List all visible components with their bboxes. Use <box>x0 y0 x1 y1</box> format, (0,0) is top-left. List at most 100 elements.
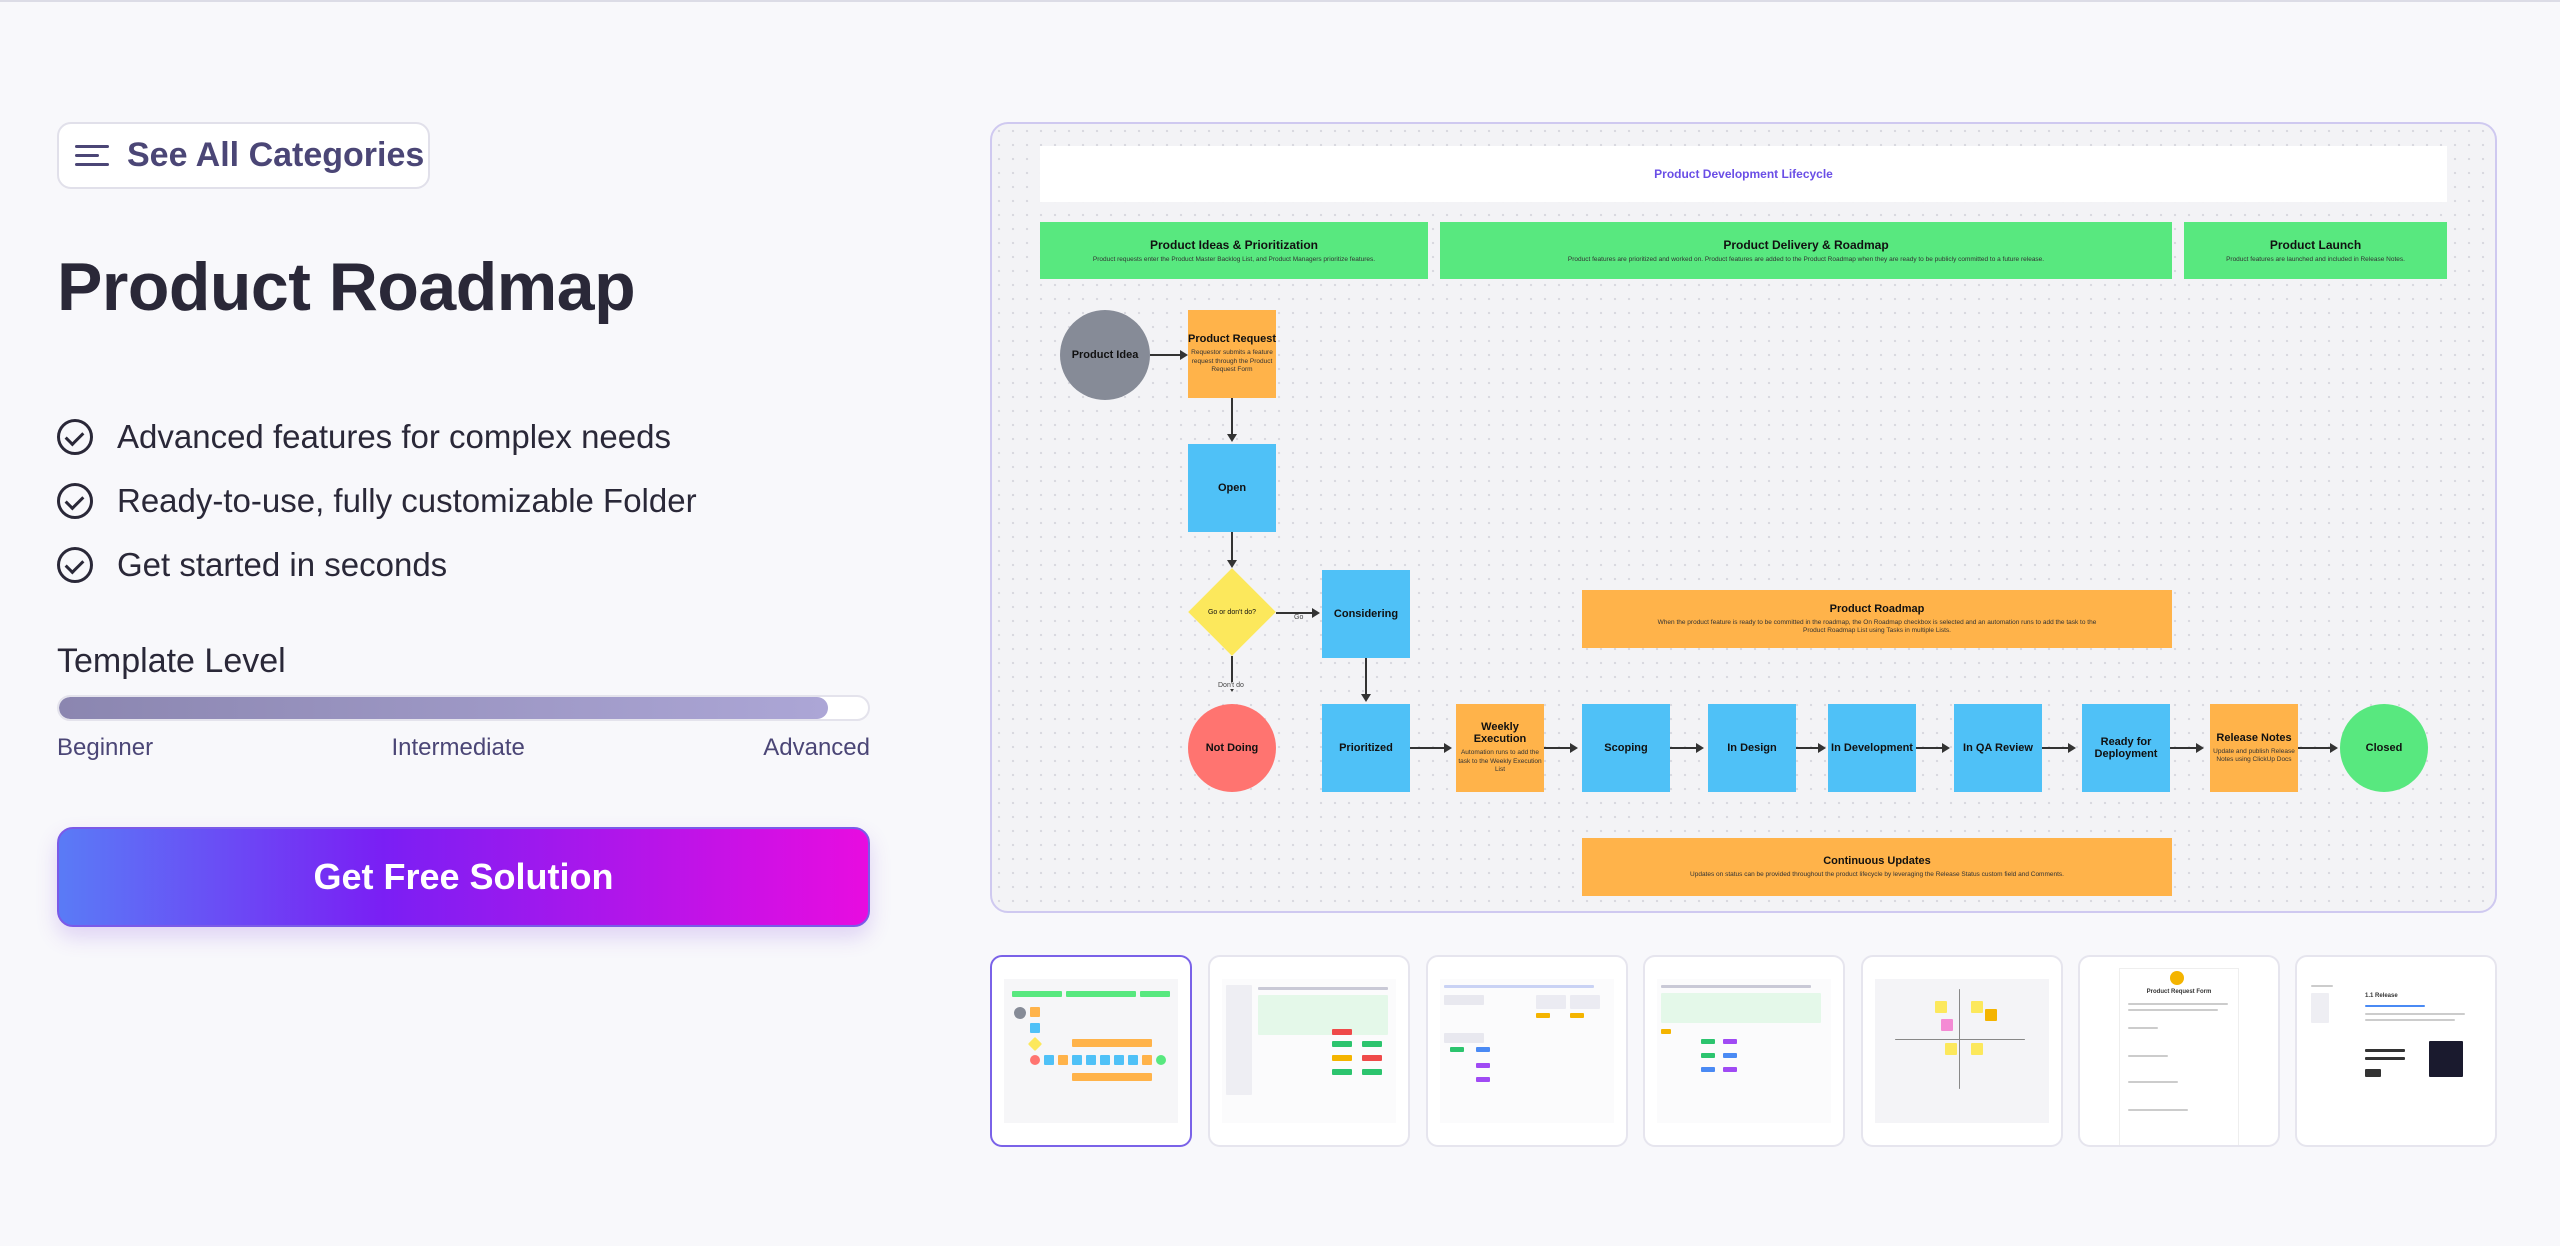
node-release-notes: Release Notes Update and publish Release… <box>2210 704 2298 792</box>
node-label: Release Notes <box>2216 731 2292 744</box>
section-desc: Product features are prioritized and wor… <box>1567 256 2045 263</box>
node-in-design: In Design <box>1708 704 1796 792</box>
arrow-head <box>2330 743 2338 753</box>
thumb-doc[interactable]: 1.1 Release <box>2295 955 2497 1147</box>
arrow-head <box>2068 743 2076 753</box>
node-label: Not Doing <box>1205 742 1259 754</box>
node-label: Product Roadmap <box>1829 602 1925 615</box>
node-label: Considering <box>1333 608 1399 620</box>
node-label: In QA Review <box>1963 742 2033 754</box>
arrow-head <box>2196 743 2204 753</box>
top-divider <box>0 0 2560 2</box>
template-level-bar <box>57 695 870 721</box>
feature-text: Get started in seconds <box>117 546 448 583</box>
template-level-marks: Beginner Intermediate Advanced <box>57 734 870 762</box>
arrow-head <box>1361 694 1371 702</box>
level-mark-beginner: Beginner <box>57 734 154 761</box>
connector <box>1231 532 1233 562</box>
arrow-head <box>1942 743 1950 753</box>
node-label: Open <box>1217 482 1247 494</box>
node-continuous-updates: Continuous Updates Updates on status can… <box>1582 838 2172 896</box>
get-free-solution-button[interactable]: Get Free Solution <box>57 827 870 927</box>
node-not-doing: Not Doing <box>1188 704 1276 792</box>
connector <box>1670 747 1698 749</box>
node-label: In Development <box>1831 742 1913 754</box>
connector <box>1544 747 1572 749</box>
connector <box>1276 612 1314 614</box>
template-level-fill <box>59 697 828 719</box>
node-product-roadmap: Product Roadmap When the product feature… <box>1582 590 2172 648</box>
section-title: Product Delivery & Roadmap <box>1723 238 1889 252</box>
arrow-head <box>1312 608 1320 618</box>
node-label: Continuous Updates <box>1823 854 1931 867</box>
thumb-board[interactable] <box>1426 955 1628 1147</box>
level-mark-intermediate: Intermediate <box>391 734 525 761</box>
menu-lines-icon <box>75 143 109 169</box>
see-all-categories-label: See All Categories <box>127 136 425 174</box>
connector <box>1796 747 1820 749</box>
arrow-head <box>1570 743 1578 753</box>
thumb-preview <box>1875 979 2049 1123</box>
feature-item: Advanced features for complex needs <box>57 405 697 469</box>
feature-item: Get started in seconds <box>57 533 697 597</box>
thumb-form-caption: Product Request Form <box>2146 989 2212 995</box>
node-label: Product Request <box>1188 333 1277 346</box>
section-title: Product Launch <box>2269 238 2362 252</box>
cta-label: Get Free Solution <box>313 856 614 897</box>
thumb-form[interactable]: Product Request Form <box>2078 955 2280 1147</box>
feature-list: Advanced features for complex needs Read… <box>57 405 697 597</box>
page-title: Product Roadmap <box>57 249 636 325</box>
node-open: Open <box>1188 444 1276 532</box>
connector <box>2042 747 2070 749</box>
node-product-request: Product Request Requestor submits a feat… <box>1188 310 1276 398</box>
thumb-doc-caption: 1.1 Release <box>2365 993 2398 999</box>
dont-do-label: Don't do <box>1218 682 1244 689</box>
thumb-whiteboard[interactable] <box>990 955 1192 1147</box>
node-product-idea: Product Idea <box>1060 310 1150 400</box>
arrow-head <box>1227 434 1237 442</box>
template-level-label: Template Level <box>57 642 286 680</box>
thumb-list[interactable] <box>1208 955 1410 1147</box>
feature-text: Advanced features for complex needs <box>117 418 671 455</box>
thumb-table[interactable] <box>1643 955 1845 1147</box>
node-desc: Automation runs to add the task to the W… <box>1458 749 1542 774</box>
thumb-matrix[interactable] <box>1861 955 2063 1147</box>
node-label: Go or don't do? <box>1207 608 1257 616</box>
node-in-qa-review: In QA Review <box>1954 704 2042 792</box>
node-considering: Considering <box>1322 570 1410 658</box>
section-desc: Product features are launched and includ… <box>2226 256 2405 263</box>
thumb-preview <box>1440 979 1614 1123</box>
node-desc: Updates on status can be provided throug… <box>1690 870 2064 878</box>
node-desc: Requestor submits a feature request thro… <box>1191 349 1273 374</box>
thumb-preview: 1.1 Release <box>2309 979 2483 1123</box>
see-all-categories-button[interactable]: See All Categories <box>57 122 430 189</box>
node-desc: When the product feature is ready to be … <box>1657 618 2097 634</box>
arrow-head <box>1696 743 1704 753</box>
connector <box>1365 658 1367 696</box>
check-circle-icon <box>57 547 93 583</box>
connector <box>2170 747 2198 749</box>
node-label: Ready for Deployment <box>2094 736 2158 760</box>
node-closed: Closed <box>2340 704 2428 792</box>
level-mark-advanced: Advanced <box>763 734 870 761</box>
feature-text: Ready-to-use, fully customizable Folder <box>117 482 697 519</box>
thumb-preview <box>1222 979 1396 1123</box>
arrow-head <box>1444 743 1452 753</box>
node-desc: Update and publish Release Notes using C… <box>2213 747 2295 763</box>
node-prioritized: Prioritized <box>1322 704 1410 792</box>
node-label: In Design <box>1727 742 1777 754</box>
section-desc: Product requests enter the Product Maste… <box>1092 256 1376 263</box>
arrow-head <box>1180 350 1188 360</box>
node-scoping: Scoping <box>1582 704 1670 792</box>
check-circle-icon <box>57 483 93 519</box>
thumb-preview: Product Request Form <box>2120 969 2238 1145</box>
connector <box>1231 398 1233 436</box>
diagram-title: Product Development Lifecycle <box>1654 167 1833 181</box>
arrow-head <box>1227 560 1237 568</box>
node-in-development: In Development <box>1828 704 1916 792</box>
go-label: Go <box>1294 614 1304 621</box>
connector <box>1231 656 1233 686</box>
section-delivery: Product Delivery & Roadmap Product featu… <box>1440 222 2172 279</box>
template-preview[interactable]: Product Development Lifecycle Product Id… <box>990 122 2497 913</box>
section-ideas: Product Ideas & Prioritization Product r… <box>1040 222 1428 279</box>
